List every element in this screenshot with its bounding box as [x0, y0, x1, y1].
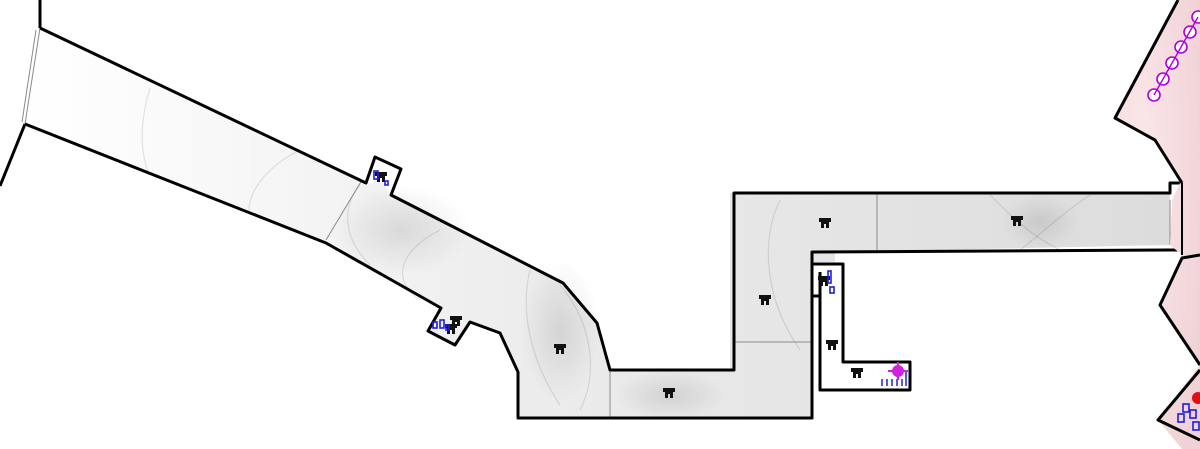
soldier-icon[interactable]	[1192, 421, 1200, 431]
bunker-icon[interactable]	[450, 316, 462, 326]
bunker-icon[interactable]	[554, 344, 566, 354]
soldier-icon[interactable]	[1189, 409, 1197, 419]
soldier-icon[interactable]	[827, 270, 835, 294]
bunker-icon[interactable]	[826, 340, 838, 350]
bunker-icon[interactable]	[819, 218, 831, 228]
enemy-marker[interactable]	[1192, 392, 1200, 404]
soldier-icon[interactable]	[1182, 403, 1190, 413]
objective-rings	[1147, 10, 1200, 102]
soldier-icon[interactable]	[1177, 413, 1185, 423]
soldier-icon[interactable]	[881, 370, 907, 386]
corridor-west	[25, 28, 1170, 420]
unit-cluster-east	[1177, 392, 1200, 431]
soldier-icon[interactable]	[373, 170, 389, 186]
bunker-icon[interactable]	[818, 276, 830, 286]
ally-units	[373, 170, 907, 386]
spawn-icon[interactable]	[888, 362, 908, 380]
bunker-icon[interactable]	[663, 388, 675, 398]
segment-dividers	[21, 27, 1171, 418]
bunker-icon[interactable]	[445, 324, 457, 334]
soldier-icon[interactable]	[432, 319, 450, 331]
bunker-icon[interactable]	[851, 368, 863, 378]
walls	[0, 0, 1184, 420]
bunker-icon[interactable]	[759, 295, 771, 305]
zone-east	[1113, 0, 1200, 449]
bunker-icon[interactable]	[1011, 216, 1023, 226]
ring-icon[interactable]	[1191, 10, 1200, 24]
